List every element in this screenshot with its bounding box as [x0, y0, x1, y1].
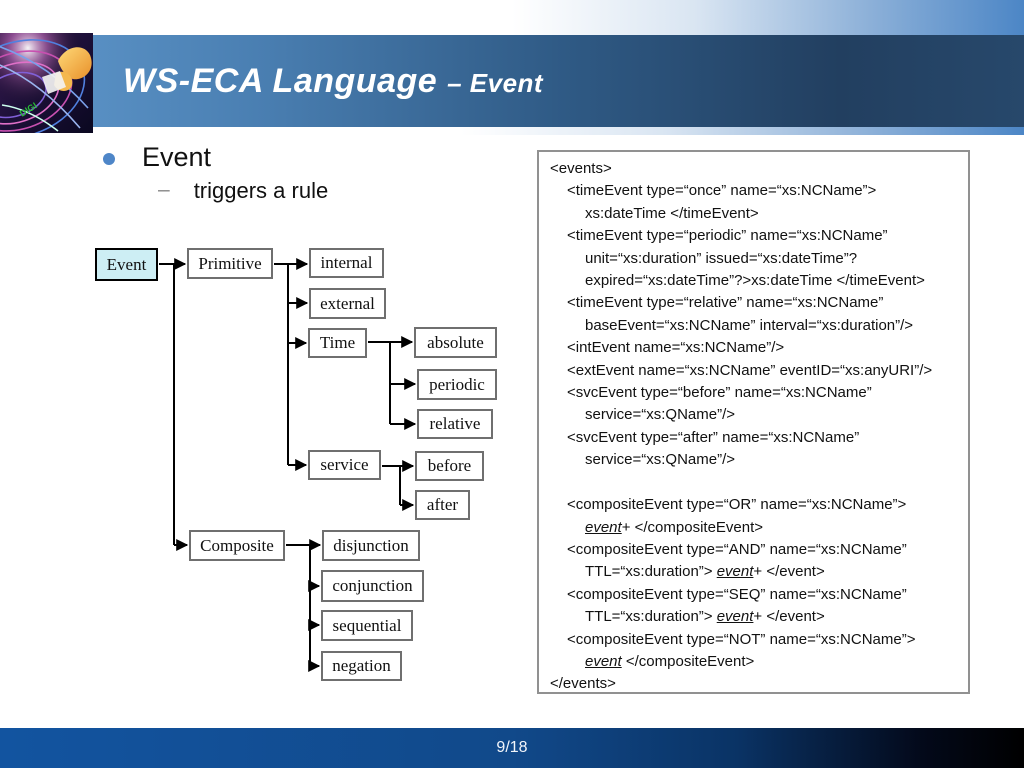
code-line: <svcEvent type=“after” name=“xs:NCName”: [567, 428, 860, 446]
slide-title-main: WS-ECA Language: [123, 61, 448, 100]
tree-node-service: service: [308, 450, 381, 480]
code-line: baseEvent=“xs:NCName” interval=“xs:durat…: [585, 316, 914, 334]
subbullet-item: – triggers a rule: [158, 178, 328, 204]
code-event-ref: event: [716, 563, 754, 581]
code-line: TTL=“xs:duration”> event+ </event>: [585, 608, 825, 626]
tree-node-relative: relative: [417, 409, 493, 439]
code-line: <compositeEvent type=“AND” name=“xs:NCNa…: [567, 540, 907, 558]
code-line: </events>: [550, 675, 616, 693]
tree-node-internal: internal: [309, 248, 384, 278]
bullet-item-event: Event: [103, 142, 211, 173]
code-line: expired=“xs:dateTime”?>xs:dateTime </tim…: [585, 272, 925, 290]
tree-node-periodic: periodic: [417, 369, 497, 400]
slide-title: WS-ECA Language – Event: [0, 62, 543, 101]
tree-node-negation: negation: [321, 651, 402, 681]
tree-node-before: before: [415, 451, 484, 481]
code-line: event </compositeEvent>: [585, 652, 755, 670]
code-line: TTL=“xs:duration”> event+ </event>: [585, 563, 825, 581]
code-line: <svcEvent type=“before” name=“xs:NCName”: [567, 384, 872, 402]
dash-icon: –: [158, 178, 170, 201]
bullet-heading: Event: [142, 142, 212, 172]
tree-node-sequential: sequential: [321, 610, 413, 641]
footer-bar: 9/18: [0, 728, 1024, 768]
bullet-icon: [103, 153, 115, 165]
tree-node-conjunction: conjunction: [321, 570, 424, 602]
tree-node-time: Time: [308, 328, 367, 358]
header-bar: WS-ECA Language – Event: [0, 35, 1024, 127]
page-number: 9/18: [496, 739, 528, 756]
code-line: [550, 472, 964, 494]
code-event-ref: event: [585, 652, 622, 670]
tree-node-event: Event: [95, 248, 158, 281]
code-event-ref: event: [716, 608, 754, 626]
code-line: <compositeEvent type=“SEQ” name=“xs:NCNa…: [567, 585, 907, 603]
tree-node-primitive: Primitive: [187, 248, 273, 279]
tree-node-composite: Composite: [189, 530, 285, 561]
subbullet-text: triggers a rule: [193, 178, 329, 203]
code-line: <timeEvent type=“periodic” name=“xs:NCNa…: [567, 227, 888, 245]
xml-schema-panel: <events> <timeEvent type=“once” name=“xs:…: [537, 150, 970, 694]
slide-title-sub: – Event: [447, 67, 544, 98]
code-line: unit=“xs:duration” issued=“xs:dateTime”?: [585, 249, 858, 267]
code-line: <compositeEvent type=“OR” name=“xs:NCNam…: [567, 496, 907, 514]
tree-node-after: after: [415, 490, 470, 520]
tree-node-external: external: [309, 288, 386, 319]
code-line: xs:dateTime </timeEvent>: [585, 204, 759, 222]
code-line: service=“xs:QName”/>: [585, 406, 736, 424]
slide-logo-image: DIGI: [0, 33, 93, 139]
code-line: <events>: [550, 160, 612, 177]
code-event-ref: event: [585, 518, 622, 536]
code-line: <intEvent name=“xs:NCName”/>: [567, 339, 785, 357]
code-line: service=“xs:QName”/>: [585, 451, 736, 469]
globe-art-icon: DIGI: [0, 33, 93, 139]
tree-node-absolute: absolute: [414, 327, 497, 358]
code-line: <timeEvent type=“relative” name=“xs:NCNa…: [567, 294, 884, 312]
code-line: <timeEvent type=“once” name=“xs:NCName”>: [567, 182, 877, 200]
top-gradient-strip: [0, 0, 1024, 35]
tree-node-disjunction: disjunction: [322, 530, 420, 561]
code-line: event+ </compositeEvent>: [585, 518, 764, 536]
code-line: <extEvent name=“xs:NCName” eventID=“xs:a…: [567, 361, 933, 379]
code-line: <compositeEvent type=“NOT” name=“xs:NCNa…: [567, 630, 916, 648]
header-underline-strip: [0, 127, 1024, 135]
